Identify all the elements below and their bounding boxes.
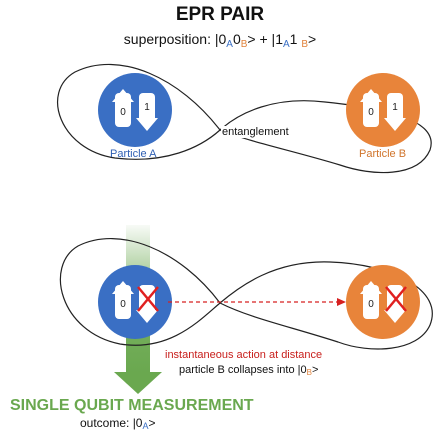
cross-icon: [385, 286, 407, 312]
measurement-title: SINGLE QUBIT MEASUREMENT: [10, 397, 254, 414]
spin-label-down: 1: [144, 102, 150, 113]
spin-label-up: 0: [120, 299, 126, 310]
spin-down-icon: [136, 93, 158, 131]
spin-label-down: 1: [392, 102, 398, 113]
entanglement-loop-bottom: [60, 238, 433, 350]
entanglement-loop-top: [57, 63, 432, 174]
action-at-distance-line: [168, 298, 346, 306]
spin-up-icon: [360, 89, 382, 127]
diagram-title: EPR PAIR: [175, 4, 265, 25]
spin-label-up: 0: [368, 299, 374, 310]
spin-label-up: 0: [120, 107, 126, 118]
superposition-formula: superposition: |0A0B> + |1A1 B>: [123, 31, 317, 50]
spin-up-icon: [112, 89, 134, 127]
particle-a-bottom: [98, 265, 172, 339]
spin-up-icon: [360, 281, 382, 319]
particle-b-bottom: [346, 265, 420, 339]
entanglement-label: entanglement: [221, 126, 290, 138]
particle-b-top: [346, 73, 420, 147]
outcome-text: outcome: |0A>: [80, 416, 156, 431]
particle-a-top: [98, 73, 172, 147]
spin-down-icon: [384, 93, 406, 131]
spin-up-icon: [112, 281, 134, 319]
cross-icon: [137, 286, 159, 312]
collapse-text: particle B collapses into |0B>: [179, 364, 319, 377]
spin-label-up: 0: [368, 107, 374, 118]
particle-b-label: Particle B: [359, 148, 407, 160]
instant-action-label: instantaneous action at distance: [165, 349, 323, 361]
particle-a-label: Particle A: [110, 148, 157, 160]
